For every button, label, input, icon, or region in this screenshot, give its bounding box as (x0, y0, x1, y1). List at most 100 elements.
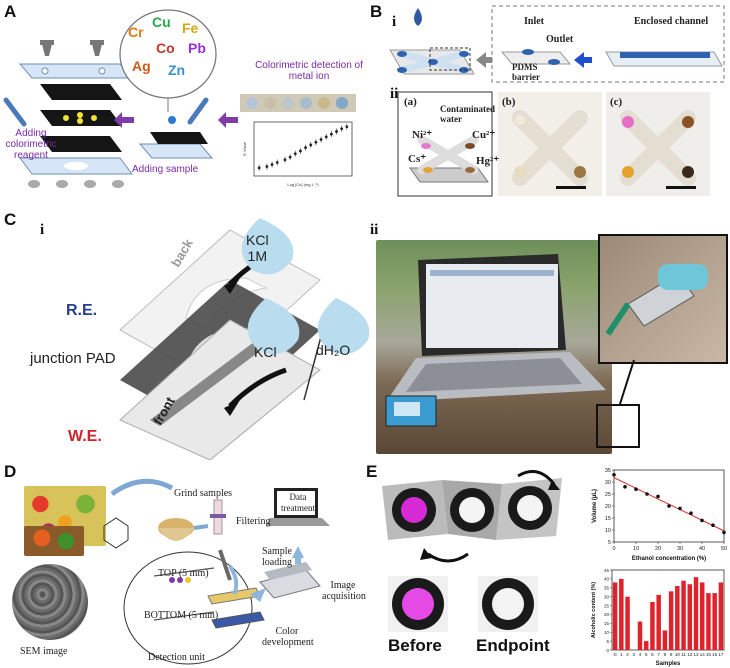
label-top-5mm: TOP (5 mm) (158, 568, 209, 579)
x-tick-label: 17 (718, 652, 724, 657)
label-color-development: Color development (262, 626, 314, 648)
y-tick-label: 40 (604, 577, 610, 582)
label-sub-c: (c) (610, 96, 623, 108)
ion-label-fe: Fe (182, 20, 199, 36)
label-sub-b: (b) (502, 96, 516, 108)
panel-d-workflow (103, 478, 330, 665)
x-tick-label: 3 (633, 652, 636, 657)
y-tick-label: 30 (605, 480, 611, 486)
panel-a-illustration (3, 9, 356, 188)
x-tick-label: 6 (651, 652, 654, 657)
x-tick-label: 1 (620, 652, 623, 657)
y-tick-label: 25 (604, 603, 610, 608)
data-point (335, 130, 338, 133)
label-grind-samples: Grind samples (174, 488, 233, 499)
label-adding-reagent: Adding colorimetric reagent (5, 128, 57, 161)
sem-image (12, 564, 88, 640)
label-dh2o: dH₂O (316, 342, 351, 358)
data-point (275, 161, 279, 164)
label-hg: Hg²⁺ (476, 155, 500, 167)
ion-label-cr: Cr (128, 24, 144, 40)
panel-label-e: E (366, 462, 378, 481)
bar (693, 577, 699, 650)
bar (643, 641, 649, 650)
data-point (324, 135, 328, 139)
y-tick-label: 10 (605, 528, 611, 534)
plot-frame (253, 121, 353, 177)
label-sem-image: SEM image (20, 646, 68, 657)
label-sub-a: (a) (404, 96, 417, 108)
panel-c-sub-i: i (40, 222, 45, 238)
x-tick-label: 12 (687, 652, 693, 657)
panel-e-folded-device (382, 470, 562, 632)
y-tick-label: 35 (605, 468, 611, 474)
panel-c-zoom-box (596, 404, 640, 448)
x-tick-label: 15 (706, 652, 712, 657)
data-point (711, 523, 715, 527)
y-axis-label: Volume (µL) (592, 489, 598, 523)
data-point (319, 138, 323, 141)
bar (619, 578, 624, 650)
label-inlet: Inlet (524, 16, 544, 27)
y-tick-label: 0 (606, 648, 609, 653)
data-point (304, 146, 307, 150)
x-axis-label: Ethanol concentration (%) (632, 556, 706, 562)
label-cs: Cs⁺ (408, 153, 427, 165)
data-point (656, 494, 660, 499)
panel-label-b: B (370, 2, 383, 21)
data-point (283, 158, 287, 162)
x-tick-label: 14 (700, 652, 706, 657)
x-tick-label: 4 (639, 652, 642, 657)
panel-label-a: A (4, 2, 17, 21)
bar (687, 584, 693, 650)
bar (650, 602, 655, 650)
y-tick-label: 20 (605, 504, 611, 510)
y-tick-label: 5 (606, 639, 609, 644)
bar (637, 621, 643, 650)
y-tick-label: 20 (604, 612, 610, 617)
x-tick-label: 13 (693, 652, 699, 657)
label-before: Before (388, 636, 442, 655)
ion-label-zn: Zn (168, 62, 186, 78)
x-tick-label: 40 (699, 546, 705, 552)
x-tick-label: 7 (657, 652, 660, 657)
bar (662, 630, 668, 650)
ion-label-co: Co (156, 40, 175, 56)
x-tick-label: 16 (712, 652, 718, 657)
label-enclosed-channel: Enclosed channel (634, 16, 709, 27)
data-point (265, 165, 269, 168)
x-axis-label: Samples (656, 661, 681, 667)
panel-c-inset-detail (605, 264, 708, 336)
panel-c-drops (241, 218, 370, 355)
x-axis-label: Log [Cu] (mg L⁻¹) (287, 182, 319, 187)
data-point (293, 152, 297, 156)
data-point (700, 518, 704, 523)
y-axis-label: R Value (242, 141, 247, 156)
data-point (345, 125, 349, 129)
label-we: W.E. (68, 428, 102, 445)
data-point (257, 166, 261, 170)
data-point (678, 506, 682, 511)
bar (656, 594, 661, 650)
label-sample-loading: Sample loading (262, 546, 292, 568)
bar (681, 580, 686, 650)
bar (699, 582, 705, 650)
panel-b-schematic (389, 5, 725, 197)
data-point (299, 149, 302, 153)
label-cu: Cu²⁺ (472, 129, 496, 141)
data-point (309, 143, 313, 147)
label-kcl: KCl (254, 344, 277, 360)
panel-c-zoom-line (619, 359, 635, 405)
y-tick-label: 30 (604, 594, 610, 599)
y-tick-label: 10 (604, 630, 610, 635)
data-point (314, 140, 318, 144)
panel-a-calibration-plot: Log [Cu] (mg L⁻¹) R Value (242, 121, 353, 187)
label-re: R.E. (66, 302, 98, 319)
x-tick-label: 2 (626, 652, 629, 657)
x-tick-label: 9 (670, 652, 673, 657)
data-point (288, 155, 292, 159)
label-contaminated-water: Contaminated water (440, 104, 496, 124)
data-point (623, 485, 627, 489)
